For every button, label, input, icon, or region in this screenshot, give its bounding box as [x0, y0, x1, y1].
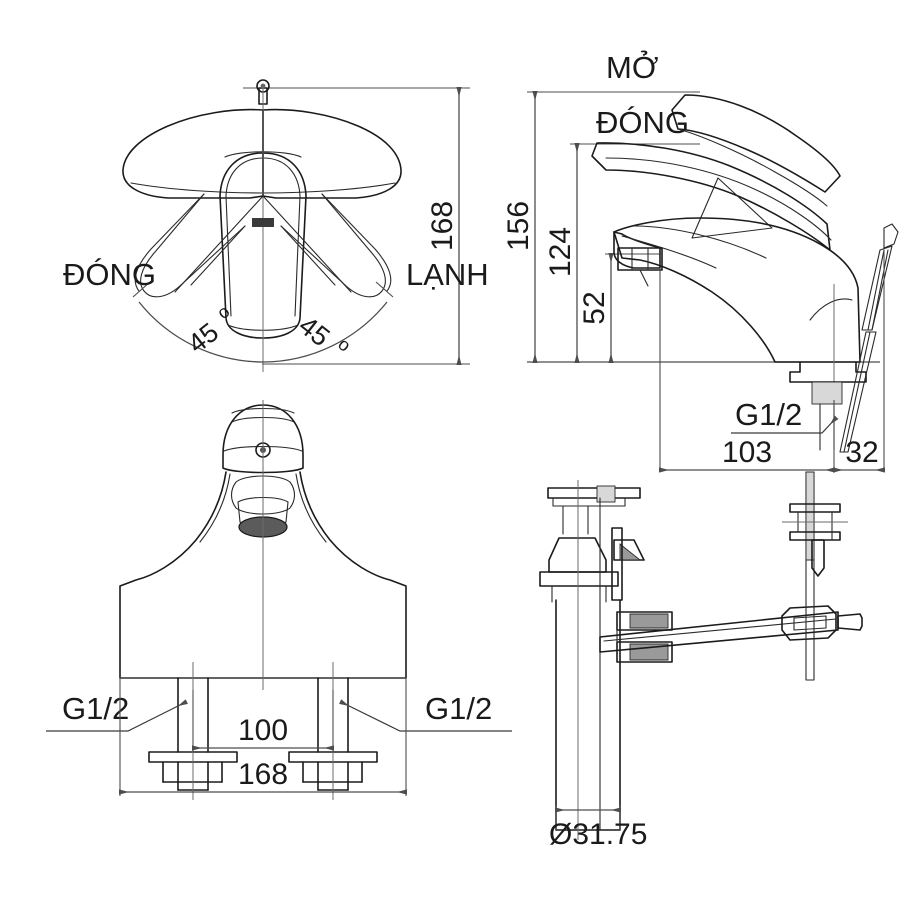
- handle-position-left: [134, 193, 246, 298]
- dim-label-124: 124: [544, 227, 577, 277]
- lift-rod-clamp-top: [789, 503, 841, 513]
- dim-label-52: 52: [578, 291, 611, 324]
- aerator-pin: [258, 87, 268, 105]
- lever-open-position: [671, 94, 841, 193]
- swing-guide-left: [174, 195, 264, 293]
- dim-label-156: 156: [502, 201, 535, 251]
- handle-wing-left: [122, 108, 264, 199]
- dim-label-103: 103: [722, 436, 772, 469]
- lever-underside-facet: [691, 177, 773, 239]
- body-front-seam-right: [295, 473, 327, 543]
- label-dong-side-view: ĐÓNG: [596, 105, 689, 140]
- drain-upper-collar: [613, 539, 645, 561]
- dim-label-100: 100: [238, 714, 288, 747]
- lift-rod-clamp-sides: [797, 511, 833, 541]
- label-g12-front-right: G1/2: [425, 691, 492, 726]
- angle-label-right-degree: o: [334, 334, 354, 356]
- drain-body-tube: [555, 599, 621, 831]
- spout-body-inner-right: [262, 157, 301, 317]
- leader-g12-side: [731, 415, 839, 434]
- pivot-rod: [599, 611, 839, 653]
- label-dong-top-view: ĐÓNG: [63, 257, 156, 292]
- mounting-washer: [789, 361, 867, 383]
- aerator-leader-stub: [639, 269, 649, 287]
- lever-closed-seam: [605, 157, 832, 241]
- dim-label-168-top: 168: [426, 201, 459, 251]
- top-view: 168: [63, 79, 489, 372]
- leader-g12-front-left: [46, 699, 189, 732]
- lift-rod-tip: [811, 539, 825, 577]
- dim-label-32: 32: [845, 436, 878, 469]
- drain-flange: [547, 487, 641, 499]
- handle-wing-right: [262, 108, 402, 199]
- handle-position-right: [280, 193, 392, 298]
- dim-label-168-front: 168: [238, 758, 288, 791]
- ball-joint-hatch-upper: [629, 613, 669, 629]
- angle-arc-right-tick: [375, 281, 394, 298]
- mounting-nut: [811, 381, 843, 405]
- ball-joint-housing-lower: [616, 641, 673, 663]
- swing-guide-right: [262, 195, 352, 293]
- drain-assembly-view: Ø31.75: [539, 471, 863, 851]
- body-front-seam-left: [199, 473, 231, 543]
- label-g12-front-left: G1/2: [62, 691, 129, 726]
- clevis-clip-inner: [793, 615, 827, 631]
- angle-label-left: 45: [182, 317, 224, 359]
- lift-rod-side: [839, 223, 899, 453]
- drain-flange-detail: [596, 485, 616, 503]
- clevis-clip: [781, 605, 837, 641]
- drain-washer-lines: [551, 585, 607, 603]
- lift-rod-clamp-bottom: [789, 531, 841, 541]
- label-mo: MỞ: [606, 49, 658, 85]
- drain-washer-ring: [539, 571, 619, 587]
- drain-side-rib: [611, 527, 623, 601]
- handle-cap-front: [222, 404, 304, 474]
- body-top-seam: [633, 225, 767, 259]
- pivot-rod-seam: [603, 618, 837, 642]
- label-g12-side: G1/2: [735, 397, 802, 432]
- front-view: G1/2 G1/2 100 168: [46, 400, 512, 800]
- drain-stopper-stem: [562, 505, 589, 535]
- neck-collar: [230, 475, 296, 515]
- base-escutcheon-arc: [809, 298, 853, 321]
- spout-body-inner-left: [225, 157, 264, 317]
- aerator-block-lines: [631, 247, 649, 271]
- angle-arc-left: [138, 301, 264, 363]
- lever-open-seam: [677, 128, 828, 207]
- clevis-knob: [837, 613, 863, 631]
- leader-g12-front-right: [338, 699, 512, 732]
- brand-logo-mark: [252, 218, 274, 227]
- angle-arc-left-tick: [132, 281, 151, 298]
- faucet-body-side: [613, 217, 861, 363]
- side-view: 156 124 52 MỞ ĐÓNG: [502, 49, 899, 473]
- drain-flange-underside: [552, 497, 626, 507]
- drain-collar-hatch: [619, 543, 642, 561]
- spout-lip-seam: [621, 235, 717, 269]
- dim-label-diameter: Ø31.75: [549, 818, 647, 851]
- label-lanh-top-view: LẠNH: [406, 257, 489, 292]
- angle-arc-right: [262, 301, 388, 363]
- lift-rod-upper-section: [805, 471, 815, 561]
